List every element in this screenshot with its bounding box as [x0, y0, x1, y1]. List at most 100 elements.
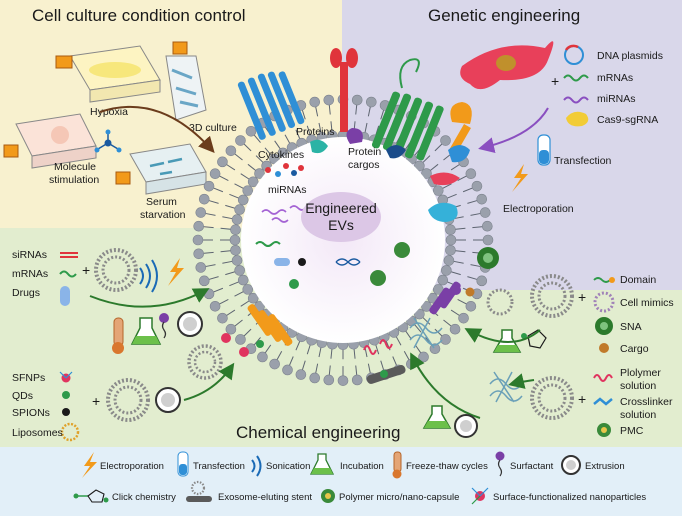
mrnas-chem-icon [59, 270, 77, 278]
lipid-tail [225, 163, 236, 171]
lipid-head [351, 374, 363, 386]
legend-freeze-thaw-icon [392, 451, 402, 479]
legend-sonication-label: Sonication [266, 461, 310, 472]
lipid-tail [202, 226, 214, 229]
green-qd-center [289, 279, 299, 289]
crosslinker-label-2: solution [620, 409, 656, 421]
lipid-head [414, 160, 425, 172]
lipid-tail [441, 183, 452, 190]
lipid-tail [421, 155, 431, 164]
lipid-tail [328, 365, 331, 377]
vesicle-icon-chem-3 [187, 344, 223, 380]
lipid-tail [404, 330, 412, 340]
lipid-tail [225, 309, 236, 317]
hypoxia-flask [55, 45, 161, 103]
cell-mimics-label: Cell mimics [620, 297, 674, 309]
lipid-head [323, 374, 335, 386]
lipid-tail [229, 281, 240, 287]
lipid-head [198, 275, 210, 287]
lipid-head [209, 301, 221, 312]
lipid-tail [457, 298, 468, 305]
legend-panel [0, 447, 682, 516]
dna-plasmids-label: DNA plasmids [597, 50, 663, 62]
lipid-tail [429, 163, 439, 172]
vesicle-icon-chem-1 [94, 248, 138, 292]
legend-click-label: Click chemistry [112, 492, 176, 503]
electroporation-bolt-icon [512, 164, 528, 192]
lipid-head [242, 284, 254, 295]
lipid-head [235, 135, 246, 146]
lipid-tail [414, 344, 422, 355]
lipid-tail [222, 216, 234, 220]
lipid-tail [364, 122, 368, 134]
vesicle-icon-chem-2 [106, 378, 150, 422]
sna-center-2 [394, 242, 410, 258]
lipid-tail [434, 328, 444, 338]
molecule-label-2: stimulation [49, 174, 99, 186]
lipid-head [282, 364, 293, 376]
legend: Electroporation Transfection Sonication … [73, 451, 646, 505]
lipid-tail [330, 348, 333, 359]
lipid-head [440, 334, 451, 345]
drugs-pill-icon [60, 286, 70, 306]
lipid-head [445, 234, 457, 246]
lipid-head [230, 224, 241, 236]
sna-label: SNA [620, 321, 642, 333]
legend-capsule-icon [321, 489, 335, 503]
protein-cargos-label-2: cargos [348, 159, 380, 171]
lipid-tail [222, 260, 234, 264]
polymer-strands-bottom [363, 339, 393, 355]
lipid-head [230, 244, 241, 256]
genetic-arrow [478, 107, 549, 153]
lipid-tail [380, 360, 385, 372]
lipid-tail [355, 365, 358, 377]
sirnas-label: siRNAs [12, 249, 47, 261]
liposomes-icon [60, 422, 80, 442]
lipid-head [471, 180, 483, 192]
domain-icon [593, 277, 615, 283]
sirnas-icon [60, 252, 78, 258]
lipid-tail [207, 276, 219, 281]
lipid-tail [462, 187, 474, 193]
lipid-head [482, 234, 494, 246]
lipid-tail [253, 133, 261, 143]
lipid-tail [204, 264, 216, 268]
lipid-tail [367, 105, 371, 117]
lipid-tail [212, 187, 224, 193]
lipid-tail [355, 103, 358, 115]
lipid-head [269, 358, 280, 370]
lipid-tail [328, 103, 331, 115]
lipid-head [234, 265, 245, 276]
lipid-head [445, 244, 456, 256]
legend-sonication-icon [251, 455, 262, 477]
lipid-head [247, 292, 259, 304]
mrnas-chem-label: mRNAs [12, 268, 48, 280]
lipid-tail [220, 250, 232, 253]
extrusion-icon-chem [177, 311, 203, 337]
cyan-protein-right [428, 202, 458, 222]
extrusion-icon-chem-2 [155, 387, 181, 413]
lipid-tail [242, 328, 252, 338]
lipid-head [225, 323, 237, 335]
sna-on-membrane [477, 247, 499, 269]
lipid-tail [443, 319, 453, 328]
lipid-tail [330, 121, 333, 132]
lipid-tail [315, 363, 319, 375]
pmc-label: PMC [620, 425, 644, 437]
genetic-title: Genetic engineering [428, 6, 580, 25]
lipid-tail [204, 212, 216, 216]
surface-nanoparticles-on-ev [221, 333, 264, 357]
spions-icon [62, 408, 70, 416]
lipid-head [479, 207, 491, 218]
lipid-tail [295, 340, 301, 351]
navy-protein-cargo [386, 145, 406, 159]
transfection-label: Transfection [554, 155, 612, 167]
qds-label: QDs [12, 390, 33, 402]
mrnas-label: mRNAs [597, 72, 633, 84]
lipid-head [432, 284, 444, 295]
lipid-tail [288, 356, 294, 367]
pink-protein-right [430, 172, 460, 186]
extrusion-icon-chem-bottom [454, 414, 478, 438]
lipid-head [365, 96, 377, 108]
